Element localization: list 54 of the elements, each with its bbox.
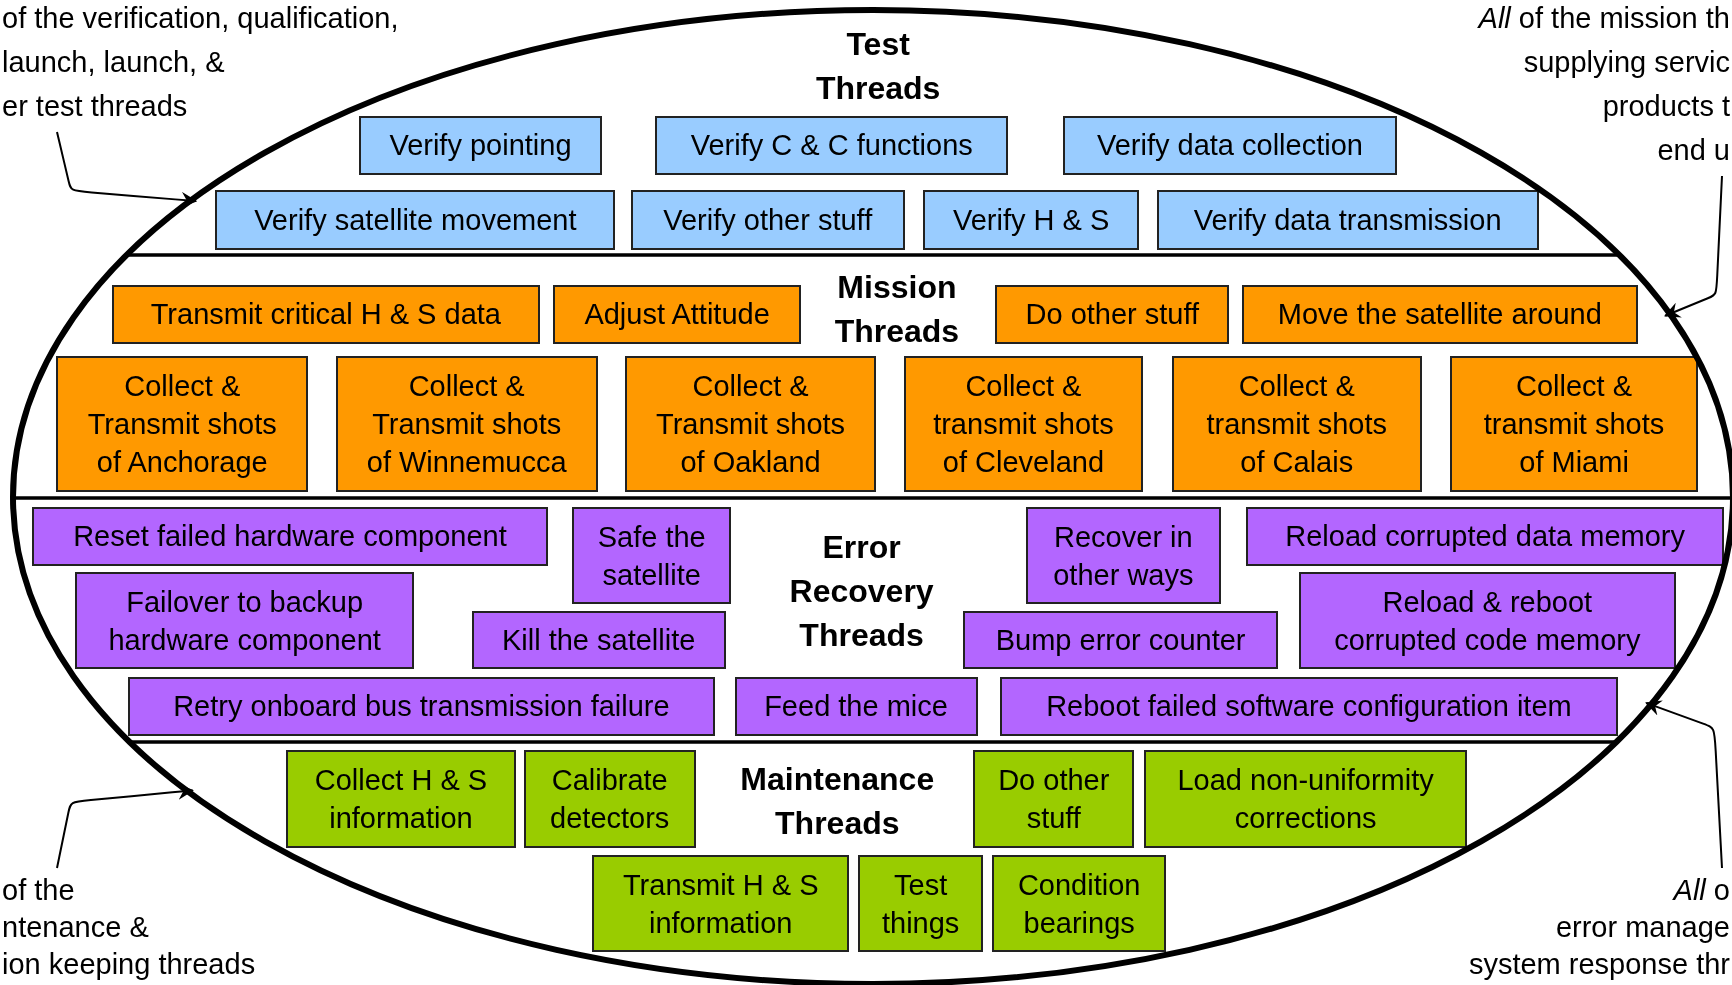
- thread-box: Failover to backup hardware component: [75, 572, 415, 670]
- note-text: er test threads: [2, 89, 188, 124]
- thread-box: Collect & Transmit shots of Oakland: [625, 355, 876, 492]
- thread-box: Reload corrupted data memory: [1246, 507, 1725, 566]
- note-text: ion keeping threads: [2, 947, 256, 982]
- band-heading: Maintenance Threads: [740, 759, 935, 843]
- thread-box: Load non-uniformity corrections: [1144, 750, 1467, 849]
- thread-box: Collect & transmit shots of Calais: [1171, 355, 1422, 492]
- note-text: products t: [1602, 89, 1730, 124]
- thread-box: Calibrate detectors: [523, 750, 696, 849]
- band-heading: Error Recovery Threads: [789, 527, 934, 655]
- note-text: launch, launch, &: [2, 45, 225, 80]
- note-text: supplying servic: [1523, 45, 1730, 80]
- thread-box: Feed the mice: [734, 677, 978, 736]
- note-text: ntenance &: [2, 910, 149, 945]
- note-text: end u: [1657, 133, 1730, 168]
- thread-box: Verify H & S: [923, 190, 1139, 250]
- arrow: [1664, 175, 1723, 318]
- thread-box: Verify data collection: [1062, 115, 1398, 175]
- arrow: [1645, 700, 1723, 869]
- thread-box: Test things: [858, 854, 984, 953]
- thread-box: Move the satellite around: [1241, 285, 1639, 344]
- thread-box: Reboot failed software configuration item: [999, 677, 1619, 736]
- thread-box: Collect & Transmit shots of Anchorage: [56, 355, 309, 492]
- note-text: of the: [2, 873, 75, 908]
- thread-box: Reload & reboot corrupted code memory: [1299, 572, 1676, 670]
- thread-box: Verify pointing: [359, 115, 602, 175]
- thread-box: Reset failed hardware component: [32, 507, 548, 566]
- thread-box: Collect H & S information: [286, 750, 516, 849]
- band-heading: Mission Threads: [834, 268, 960, 352]
- note-text: system response thr: [1468, 947, 1730, 982]
- thread-box: Recover in other ways: [1026, 507, 1221, 605]
- note-text: error manage: [1555, 910, 1730, 945]
- thread-box: Verify C & C functions: [655, 115, 1009, 175]
- thread-box: Retry onboard bus transmission failure: [128, 677, 715, 736]
- note-text: All o: [1673, 873, 1730, 908]
- thread-box: Transmit critical H & S data: [111, 285, 541, 344]
- note-text: of the verification, qualification,: [2, 1, 399, 36]
- thread-box: Verify data transmission: [1156, 190, 1539, 250]
- thread-box: Collect & transmit shots of Miami: [1450, 355, 1698, 492]
- thread-box: Bump error counter: [963, 610, 1278, 670]
- thread-box: Collect & transmit shots of Cleveland: [903, 355, 1144, 492]
- thread-box: Verify other stuff: [630, 190, 905, 250]
- thread-box: Condition bearings: [991, 854, 1167, 953]
- band-heading: Test Threads: [815, 25, 941, 109]
- thread-box: Do other stuff: [995, 285, 1230, 344]
- note-text: All of the mission th: [1478, 1, 1730, 36]
- thread-box: Verify satellite movement: [215, 190, 616, 250]
- thread-box: Kill the satellite: [471, 610, 726, 670]
- thread-box: Collect & Transmit shots of Winnemucca: [335, 355, 598, 492]
- thread-box: Safe the satellite: [572, 507, 732, 605]
- thread-box: Do other stuff: [973, 750, 1135, 849]
- thread-box: Transmit H & S information: [592, 854, 850, 953]
- thread-box: Adjust Attitude: [553, 285, 801, 344]
